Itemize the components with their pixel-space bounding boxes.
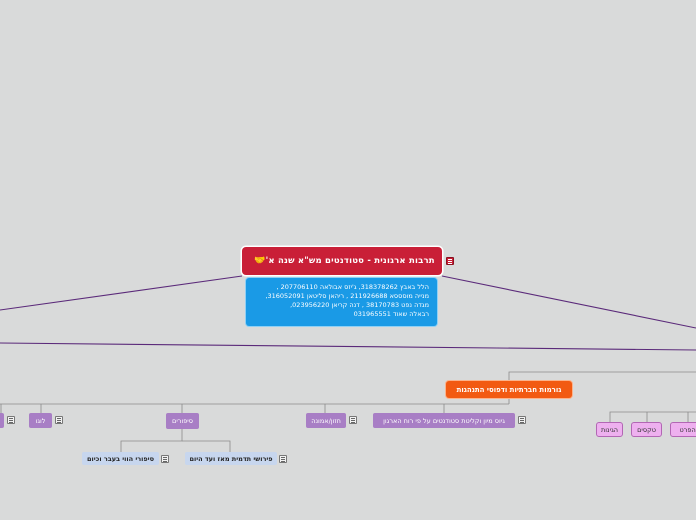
handshake-icon: 🤝 [254, 256, 266, 266]
link-root-left [0, 275, 243, 311]
stories-topic[interactable]: סיפורים [166, 413, 199, 429]
stories-change-topic[interactable]: פירושי תדמית מאז ועד היום [185, 452, 277, 465]
collapse-toggle-icon[interactable] [349, 416, 357, 424]
individual-label: ערך הפרט [679, 425, 696, 434]
note-line: הלל באבץ 318378262, ג'יזס אבולאה 2077061… [276, 283, 429, 291]
stories-label: סיפורים [172, 417, 193, 425]
vision-label: חזון/אמונה [311, 416, 341, 425]
link-orange-up [508, 371, 696, 381]
note-line: רבאלה שאוד 031965551 [353, 310, 429, 318]
note-line: מגדה נפט 38170783 , דנה קריאן 023956220, [290, 301, 429, 309]
values-topic[interactable]: הגינות [596, 422, 623, 437]
collapse-toggle-icon[interactable] [279, 455, 287, 463]
members-note: הלל באבץ 318378262, ג'יזס אבולאה 2077061… [246, 278, 437, 326]
stories-past-label: סיפורי הווי בעבר וכיום [86, 454, 155, 463]
individual-topic[interactable]: ערך הפרט [670, 422, 696, 437]
social-factors-label: גורמות חברתיות ודפוסי התנהגות [456, 385, 562, 394]
logo-topic[interactable]: לוגו [29, 413, 52, 428]
collapse-toggle-icon[interactable] [55, 416, 63, 424]
values-label: הגינות [600, 425, 619, 434]
stories-past-topic[interactable]: סיפורי הווי בעבר וכיום [82, 452, 159, 465]
collapse-toggle-icon[interactable] [446, 257, 454, 265]
root-title: תרבות ארגונית - סטודנטים מש"א שנה א' [265, 256, 435, 266]
link-long-horizontal [0, 342, 696, 351]
note-line: מנייה מוסססא 211926688 , ריהאן סליטאן 31… [265, 292, 429, 300]
logo-label: לוגו [35, 416, 46, 425]
recruitment-label: גיוס מיון וקליטת סטודנטים על פי רוח הארג… [383, 416, 505, 425]
rites-topic[interactable]: טקסים [631, 422, 662, 437]
rites-label: טקסים [637, 425, 656, 434]
vision-topic[interactable]: חזון/אמונה [306, 413, 346, 428]
link-stories-change [182, 440, 231, 452]
link-pink-row [609, 411, 696, 422]
root-topic[interactable]: תרבות ארגונית - סטודנטים מש"א שנה א' 🤝 [242, 247, 442, 275]
collapse-toggle-icon[interactable] [518, 416, 526, 424]
cut-off-topic[interactable] [0, 413, 4, 428]
link-stories-past [120, 429, 183, 452]
collapse-toggle-icon[interactable] [161, 455, 169, 463]
link-root-right [441, 275, 696, 329]
collapse-toggle-icon[interactable] [7, 416, 15, 424]
stories-change-label: פירושי תדמית מאז ועד היום [189, 454, 273, 463]
recruitment-topic[interactable]: גיוס מיון וקליטת סטודנטים על פי רוח הארג… [373, 413, 515, 428]
social-factors-topic[interactable]: גורמות חברתיות ודפוסי התנהגות [446, 381, 572, 398]
